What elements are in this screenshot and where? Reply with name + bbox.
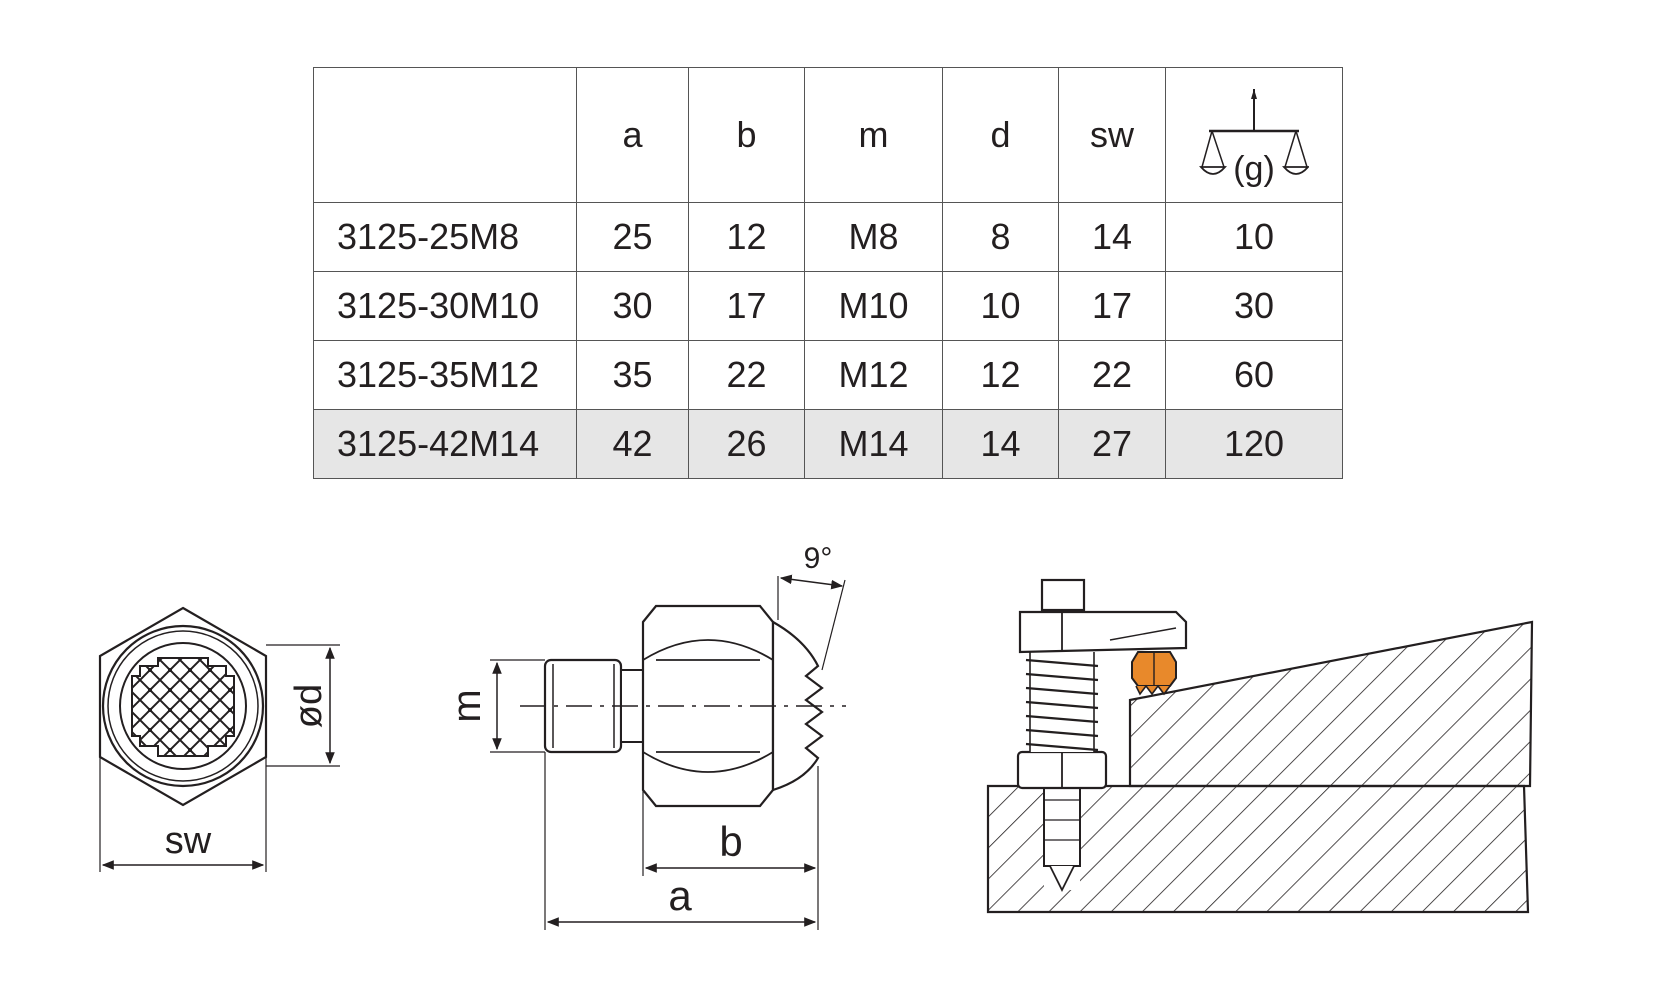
angle-label: 9° [804,542,833,575]
spring [1025,652,1099,752]
dimension-sw-label: sw [165,820,212,862]
dimension-b-label: b [719,818,742,865]
orange-gripper-screw [1131,651,1177,696]
value-m: M14 [804,409,943,479]
value-a: 35 [576,340,689,410]
value-weight: 30 [1165,271,1343,341]
side-view-drawing: m b a 9° [445,542,846,930]
value-b: 17 [688,271,805,341]
balance-scale-icon [1199,89,1309,175]
top-screw [1040,578,1086,612]
table-row-highlighted: 3125-42M14 42 26 M14 14 27 120 [313,409,1343,479]
front-view-drawing: ød sw [98,606,340,872]
value-weight: 120 [1165,409,1343,479]
application-drawing [986,578,1534,914]
table-row: 3125-25M8 25 12 M8 8 14 10 [313,202,1343,272]
value-a: 30 [576,271,689,341]
stud-bolt [1043,779,1081,867]
value-b: 22 [688,340,805,410]
header-empty [313,67,577,203]
value-m: M10 [804,271,943,341]
value-b: 12 [688,202,805,272]
dimension-m-label: m [445,689,489,722]
angle-dimension-line [779,574,844,590]
gripper-teeth-pattern [131,657,235,757]
weight-unit-label: (g) [1233,150,1275,188]
value-sw: 27 [1058,409,1166,479]
value-d: 12 [942,340,1059,410]
header-weight: (g) [1165,67,1343,203]
header-m: m [804,67,943,203]
value-a: 42 [576,409,689,479]
value-d: 10 [942,271,1059,341]
value-sw: 14 [1058,202,1166,272]
value-d: 14 [942,409,1059,479]
dimension-a-label: a [668,872,692,919]
dimension-d-label: ød [288,684,330,728]
workpiece [1128,620,1534,788]
article-code: 3125-42M14 [313,409,577,479]
value-b: 26 [688,409,805,479]
value-m: M8 [804,202,943,272]
value-weight: 10 [1165,202,1343,272]
article-code: 3125-25M8 [313,202,577,272]
value-sw: 22 [1058,340,1166,410]
spec-table: a b m d sw (g) [313,67,1343,479]
article-code: 3125-30M10 [313,271,577,341]
table-row: 3125-30M10 30 17 M10 10 17 30 [313,271,1343,341]
clamp-arm [1018,610,1188,654]
article-code: 3125-35M12 [313,340,577,410]
header-row: a b m d sw (g) [313,67,1343,203]
